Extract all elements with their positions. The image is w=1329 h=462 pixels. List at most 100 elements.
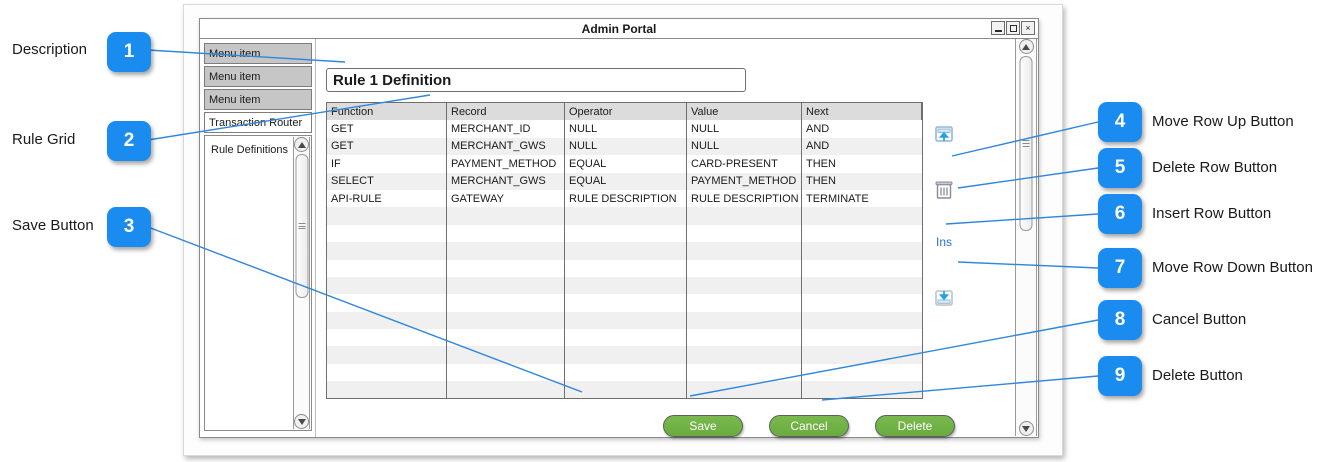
cancel-button[interactable]: Cancel (769, 415, 849, 437)
cell-operator[interactable] (565, 381, 687, 398)
cell-operator[interactable] (565, 294, 687, 312)
scroll-up-arrow[interactable] (294, 137, 309, 152)
cell-record[interactable] (447, 224, 565, 243)
insert-row-button[interactable]: Ins (929, 228, 959, 256)
cell-operator[interactable] (565, 259, 687, 277)
cell-next[interactable] (802, 294, 922, 311)
cell-operator[interactable] (565, 224, 687, 243)
table-row-empty[interactable] (327, 224, 922, 243)
cell-next[interactable] (802, 242, 922, 259)
cell-operator[interactable] (565, 329, 687, 347)
cell-function[interactable] (327, 224, 447, 243)
window-scrollbar[interactable] (1015, 39, 1037, 436)
table-row-empty[interactable] (327, 363, 922, 382)
cell-function[interactable]: API-RULE (327, 189, 447, 208)
column-header-value[interactable]: Value (687, 103, 802, 121)
window-scroll-thumb[interactable] (1019, 56, 1033, 231)
cell-record[interactable]: MERCHANT_GWS (447, 172, 565, 190)
cell-function[interactable] (327, 381, 447, 398)
cell-function[interactable] (327, 346, 447, 364)
cell-function[interactable] (327, 294, 447, 312)
sidebar-item-rule-definitions[interactable]: Rule Definitions (211, 144, 289, 156)
cell-function[interactable]: IF (327, 155, 447, 173)
column-header-record[interactable]: Record (447, 103, 565, 121)
scroll-track[interactable] (294, 152, 309, 414)
delete-row-button[interactable] (929, 176, 959, 204)
move-row-down-button[interactable] (929, 284, 959, 312)
cell-record[interactable] (447, 329, 565, 347)
cell-record[interactable]: MERCHANT_ID (447, 120, 565, 138)
cell-operator[interactable]: RULE DESCRIPTION (565, 189, 687, 208)
cell-record[interactable]: PAYMENT_METHOD (447, 155, 565, 173)
cell-operator[interactable] (565, 346, 687, 364)
delete-button[interactable]: Delete (875, 415, 955, 437)
column-header-next[interactable]: Next (802, 103, 922, 121)
cell-value[interactable] (687, 242, 802, 260)
description-input[interactable]: Rule 1 Definition (326, 68, 746, 92)
maximize-button[interactable] (1006, 21, 1020, 35)
cell-value[interactable] (687, 363, 802, 382)
sidebar-item-menu-3[interactable]: Menu item (204, 89, 312, 110)
table-row-empty[interactable] (327, 242, 922, 260)
minimize-button[interactable] (991, 21, 1005, 35)
cell-value[interactable] (687, 207, 802, 225)
cell-next[interactable] (802, 329, 922, 346)
cell-record[interactable] (447, 259, 565, 277)
cell-value[interactable] (687, 346, 802, 364)
cell-operator[interactable] (565, 207, 687, 225)
cell-value[interactable] (687, 329, 802, 347)
cell-next[interactable]: THEN (806, 157, 836, 170)
cell-function[interactable] (327, 207, 447, 225)
table-row-empty[interactable] (327, 294, 922, 312)
cell-record[interactable]: MERCHANT_GWS (447, 137, 565, 156)
save-button[interactable]: Save (663, 415, 743, 437)
close-button[interactable]: × (1021, 21, 1035, 35)
cell-record[interactable] (447, 242, 565, 260)
cell-record[interactable] (447, 207, 565, 225)
column-header-operator[interactable]: Operator (565, 103, 687, 121)
cell-operator[interactable]: NULL (565, 137, 687, 156)
cell-next[interactable]: AND (806, 123, 830, 136)
cell-record[interactable] (447, 346, 565, 364)
cell-operator[interactable]: EQUAL (565, 155, 687, 173)
cell-operator[interactable] (565, 363, 687, 382)
cell-function[interactable]: SELECT (327, 172, 447, 190)
cell-next[interactable] (802, 225, 922, 242)
cell-function[interactable]: GET (327, 120, 447, 138)
cell-record[interactable] (447, 311, 565, 330)
cell-value[interactable] (687, 259, 802, 277)
cell-function[interactable]: GET (327, 137, 447, 156)
cell-next[interactable] (802, 364, 922, 381)
sidebar-item-menu-1[interactable]: Menu item (204, 43, 312, 64)
sidebar-item-transaction-router[interactable]: Transaction Router (204, 112, 312, 133)
column-header-function[interactable]: Function (327, 103, 447, 121)
move-row-up-button[interactable] (929, 120, 959, 148)
cell-operator[interactable] (565, 276, 687, 295)
cell-next[interactable] (802, 207, 922, 224)
table-row-empty[interactable] (327, 207, 922, 225)
sidebar-scrollbar[interactable] (293, 137, 310, 429)
cell-value[interactable]: RULE DESCRIPTION (687, 189, 802, 208)
scroll-thumb[interactable] (295, 154, 308, 298)
cell-record[interactable] (447, 276, 565, 295)
cell-operator[interactable]: EQUAL (565, 172, 687, 190)
window-scroll-down-arrow[interactable] (1018, 421, 1034, 436)
cell-value[interactable]: PAYMENT_METHOD (687, 172, 802, 190)
cell-function[interactable] (327, 311, 447, 330)
cell-value[interactable] (687, 294, 802, 312)
cell-next[interactable] (802, 312, 922, 329)
cell-next[interactable] (802, 346, 922, 363)
cell-function[interactable] (327, 242, 447, 260)
cell-record[interactable] (447, 381, 565, 398)
cell-next[interactable] (802, 277, 922, 294)
cell-value[interactable] (687, 276, 802, 295)
cell-value[interactable]: CARD-PRESENT (687, 155, 802, 173)
table-row-empty[interactable] (327, 329, 922, 347)
cell-record[interactable]: GATEWAY (447, 189, 565, 208)
